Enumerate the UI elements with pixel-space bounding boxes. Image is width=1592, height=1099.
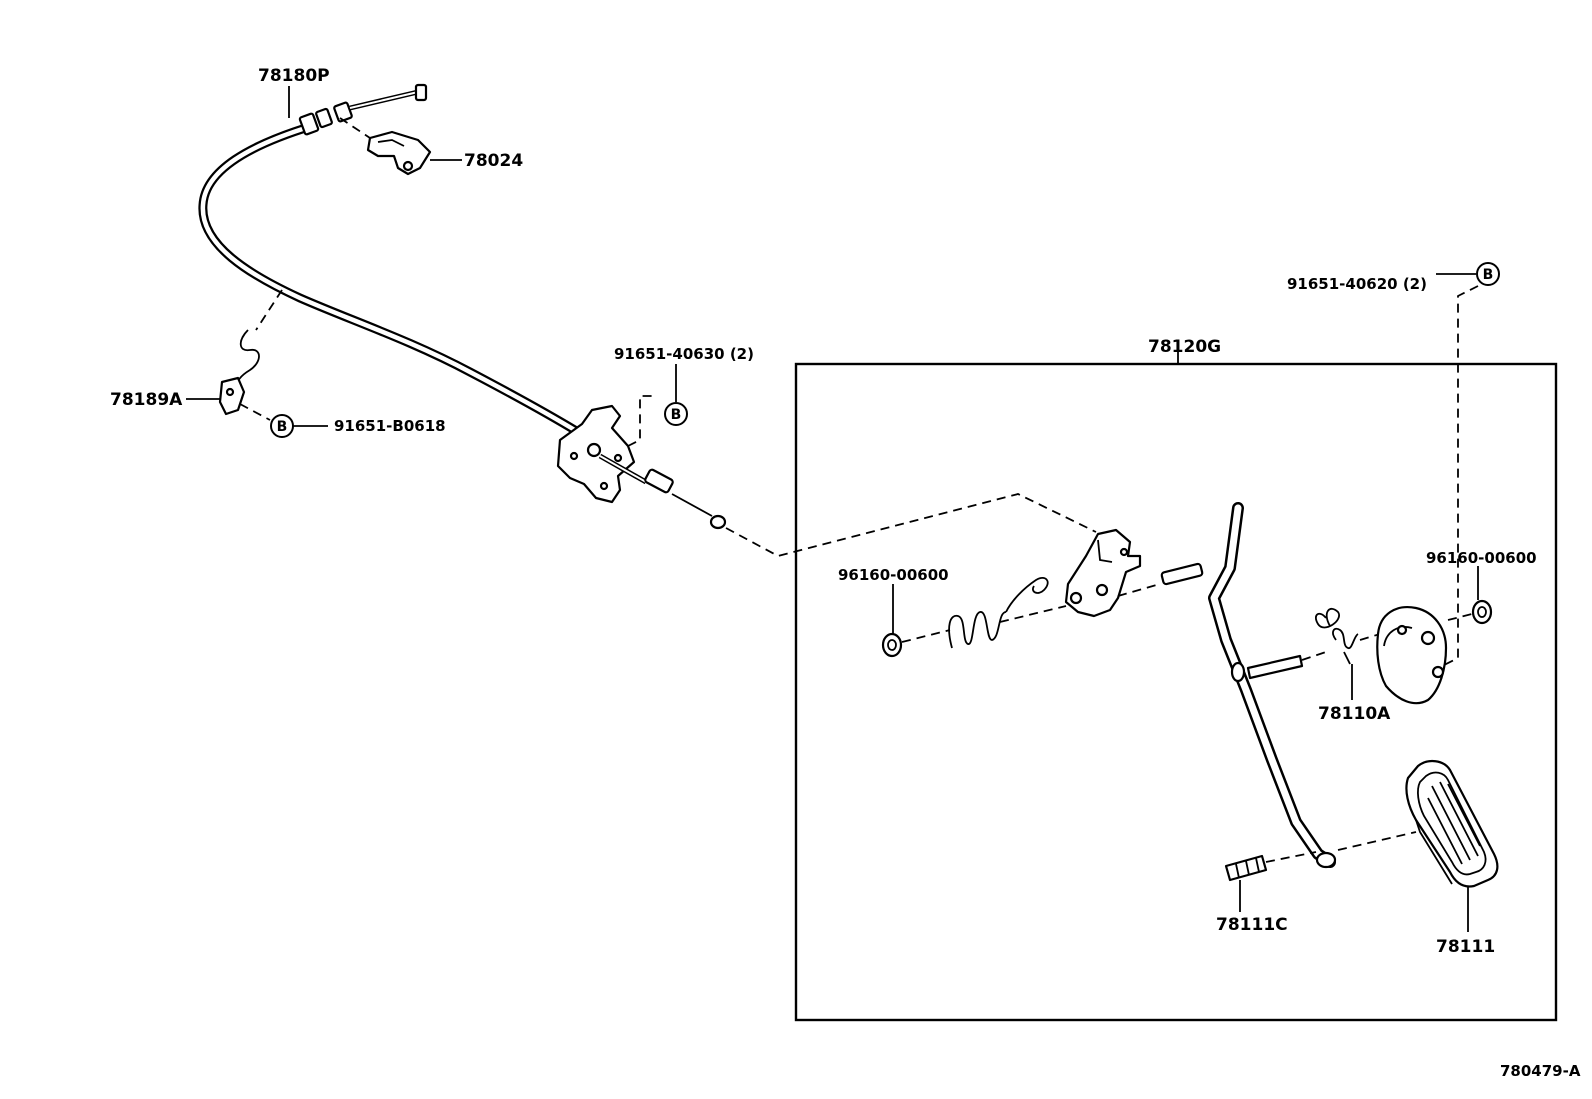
accelerator-cable xyxy=(198,83,583,437)
shaft-guide xyxy=(1301,651,1327,661)
bolt-right-guide xyxy=(1437,285,1479,669)
pivot-housing xyxy=(1376,606,1448,705)
bolt-right-label: 91651-40620 (2) xyxy=(1287,275,1427,293)
bolt-right-callout-letter: B xyxy=(1483,267,1494,283)
pedal-pin xyxy=(1224,854,1268,882)
left-clip xyxy=(881,632,903,658)
assembly-label: 78120G xyxy=(1148,337,1221,357)
return-spring xyxy=(948,577,1049,649)
cable-label: 78180P xyxy=(258,66,330,86)
bolt-mid-callout-letter: B xyxy=(671,407,682,423)
upper-clip-guide xyxy=(339,117,371,139)
lower-clip-label: 78189A xyxy=(110,390,183,410)
right-clip-label: 96160-00600 xyxy=(1426,549,1537,567)
bolt-mid-label: 91651-40630 (2) xyxy=(614,345,754,363)
pad-guide xyxy=(1337,831,1417,851)
pivot-bolt xyxy=(1160,562,1204,586)
spring-to-housing-guide xyxy=(1359,633,1381,641)
bolt-mid-callout xyxy=(664,402,688,426)
torsion-spring xyxy=(1314,607,1359,665)
left-clip-guide xyxy=(901,629,951,643)
bolt-right-callout xyxy=(1476,262,1500,286)
pedal-pad-label: 78111 xyxy=(1436,937,1495,957)
bolt-lower-label: 91651-B0618 xyxy=(334,417,446,435)
bolt-lower-callout-letter: B xyxy=(277,419,288,435)
assembly-frame xyxy=(794,362,1558,1022)
pedal-pin-label: 78111C xyxy=(1216,915,1288,935)
bolt-lower-guide xyxy=(239,403,271,421)
upper-clip-label: 78024 xyxy=(464,151,523,171)
cable-to-bracket-guide xyxy=(725,493,1097,557)
pedal-arm xyxy=(1208,502,1337,869)
spring-guide xyxy=(999,605,1067,623)
cable-bracket xyxy=(556,404,727,530)
figure-id: 780479-A xyxy=(1500,1062,1581,1080)
lower-clip-guide xyxy=(255,289,283,331)
upper-clip xyxy=(366,130,432,176)
lower-clip xyxy=(218,329,260,416)
right-clip-guide xyxy=(1447,613,1473,621)
bracket-guide xyxy=(1117,583,1161,597)
left-clip-label: 96160-00600 xyxy=(838,566,949,584)
pedal-bracket xyxy=(1064,528,1142,618)
pedal-pad xyxy=(1405,760,1499,888)
torsion-spring-label: 78110A xyxy=(1318,704,1391,724)
pedal-shaft xyxy=(1246,654,1304,680)
bolt-mid-guide xyxy=(627,395,656,447)
right-clip xyxy=(1471,599,1493,625)
pin-guide xyxy=(1265,851,1317,863)
